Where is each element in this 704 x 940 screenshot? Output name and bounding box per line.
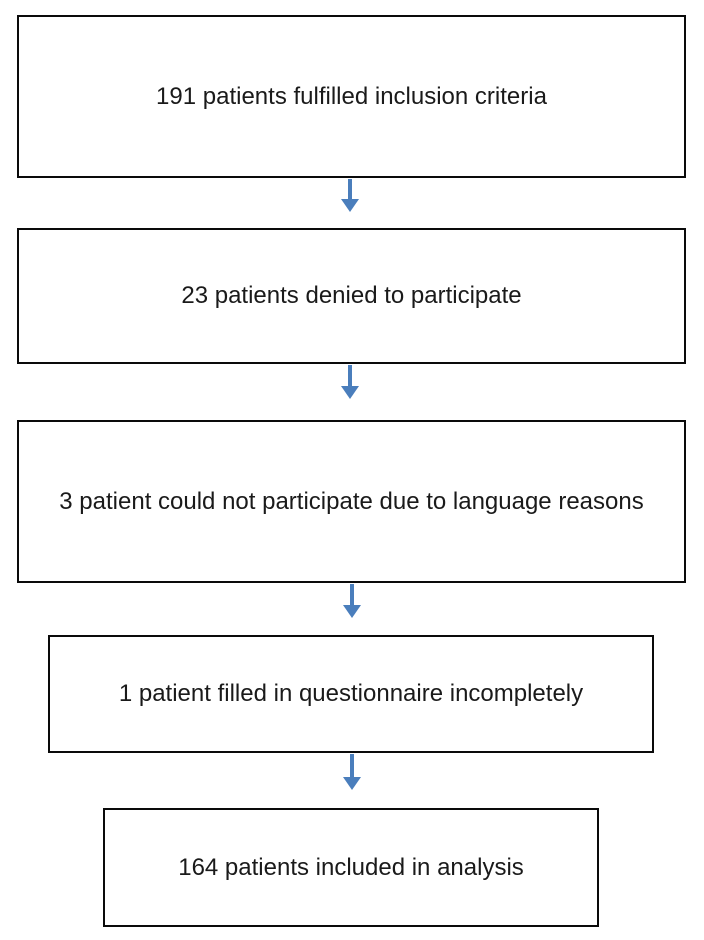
down-arrow-icon	[343, 584, 361, 618]
flow-box-included-analysis: 164 patients included in analysis	[103, 808, 599, 927]
flow-box-label: 191 patients fulfilled inclusion criteri…	[156, 82, 547, 110]
down-arrow-head	[341, 386, 359, 399]
down-arrow-head	[343, 605, 361, 618]
down-arrow-head	[341, 199, 359, 212]
flow-box-incomplete-questionnaire: 1 patient filled in questionnaire incomp…	[48, 635, 654, 753]
down-arrow-shaft	[348, 365, 352, 386]
down-arrow-icon	[341, 365, 359, 399]
down-arrow-shaft	[350, 584, 354, 605]
flow-box-language-reasons: 3 patient could not participate due to l…	[17, 420, 686, 583]
flow-box-denied-participation: 23 patients denied to participate	[17, 228, 686, 364]
flow-box-label: 23 patients denied to participate	[181, 282, 522, 309]
flow-box-fulfilled-criteria: 191 patients fulfilled inclusion criteri…	[17, 15, 686, 178]
down-arrow-shaft	[350, 754, 354, 777]
down-arrow-shaft	[348, 179, 352, 199]
down-arrow-icon	[343, 754, 361, 790]
down-arrow-icon	[341, 179, 359, 212]
flow-box-label: 3 patient could not participate due to l…	[59, 487, 644, 515]
down-arrow-head	[343, 777, 361, 790]
flow-box-label: 1 patient filled in questionnaire incomp…	[118, 680, 584, 707]
flow-box-label: 164 patients included in analysis	[178, 853, 524, 881]
